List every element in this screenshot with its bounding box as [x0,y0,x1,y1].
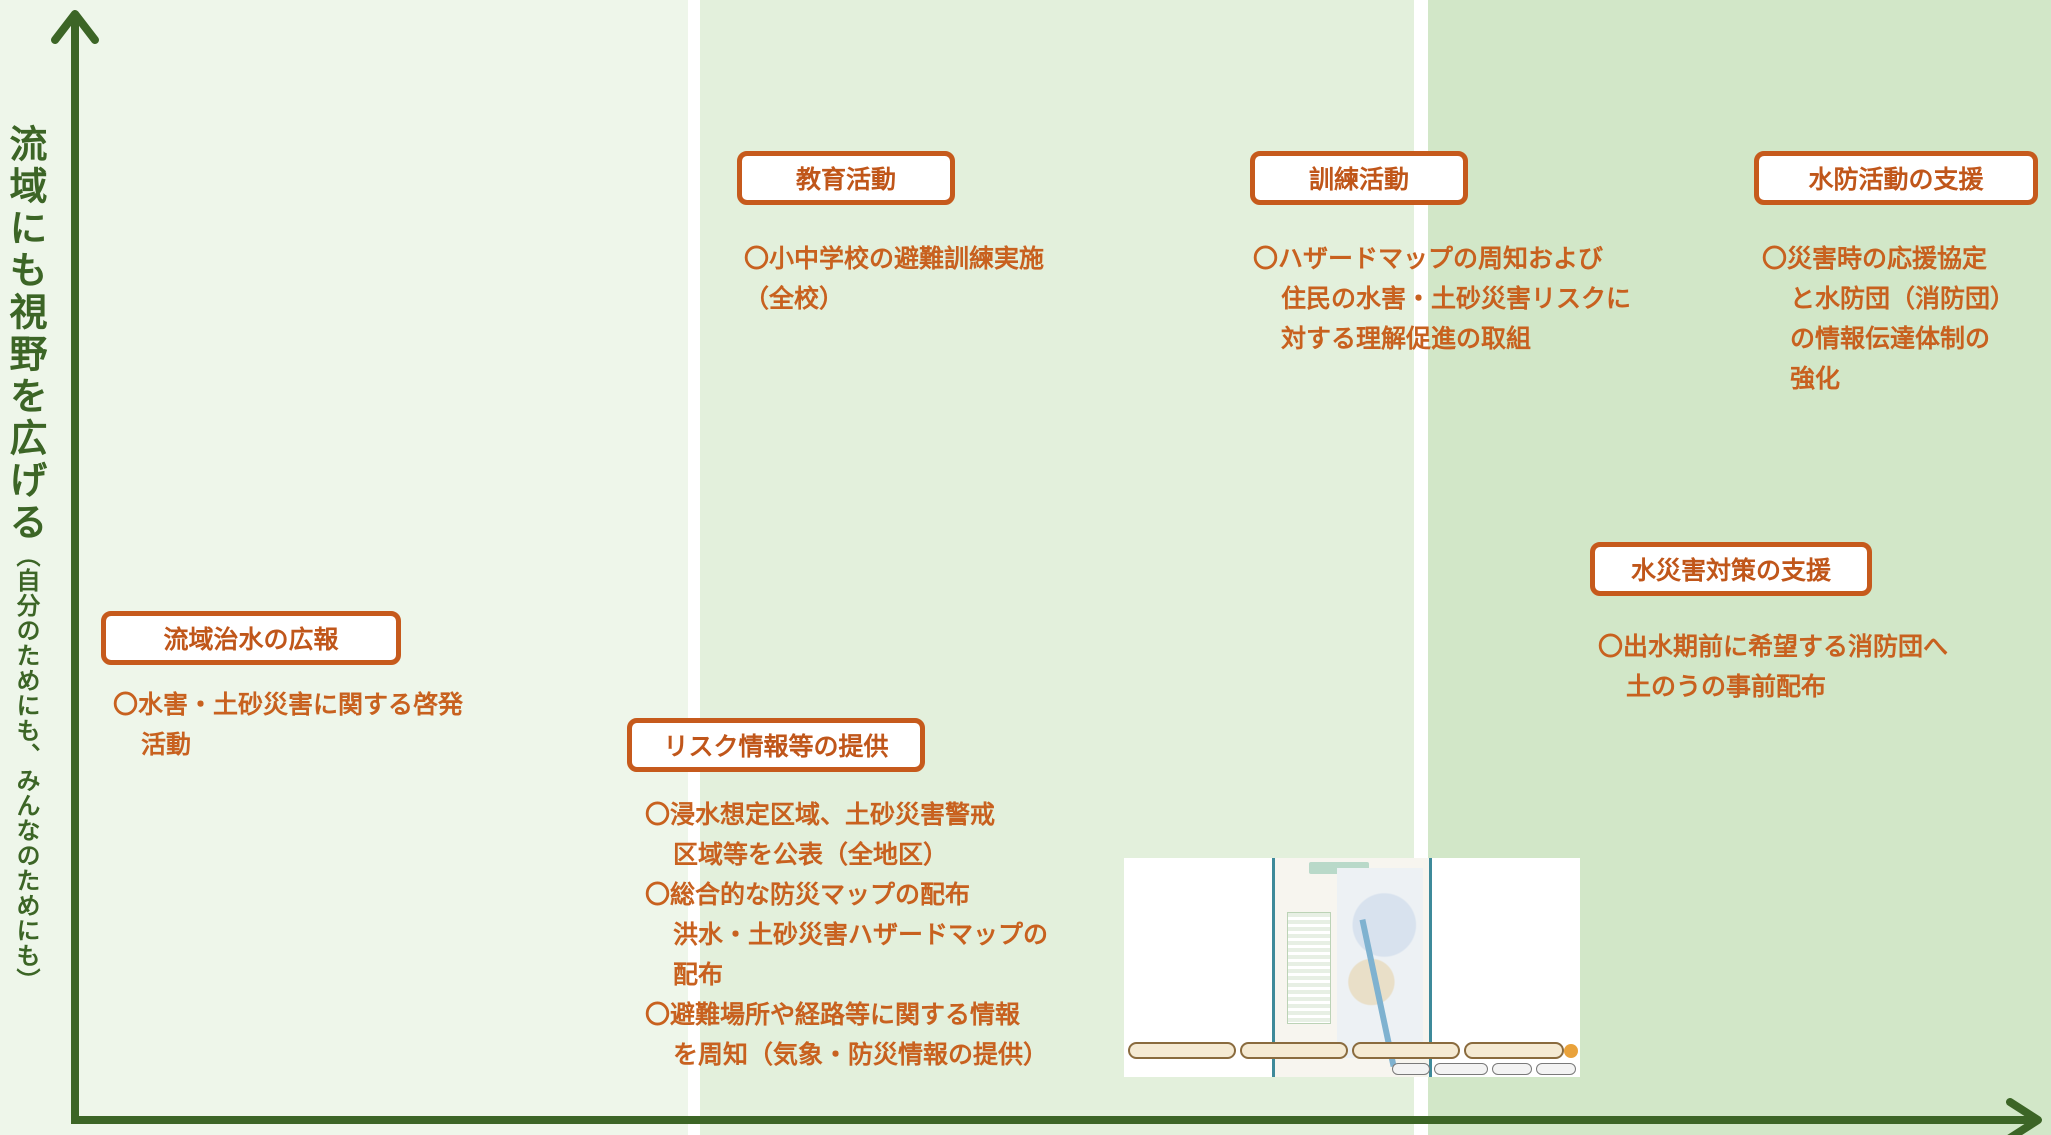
map-legend-table [1287,912,1331,1024]
y-axis-subtitle: （自分のためにも、みんなのためにも） [12,543,40,993]
text-risk: 〇浸水想定区域、土砂災害警戒 区域等を公表（全地区） 〇総合的な防災マップの配布… [645,795,1048,1075]
map-button-2 [1240,1042,1348,1059]
text-line: 洪水・土砂災害ハザードマップの [673,920,1049,949]
text-line: 〇浸水想定区域、土砂災害警戒 [645,800,996,829]
x-axis-arrowhead [2006,1098,2042,1135]
label-kouhou: 流域治水の広報 [101,611,401,665]
text-line: 配布 [673,960,724,989]
map-sheet [1272,858,1432,1077]
label-suisaigai: 水災害対策の支援 [1590,542,1872,596]
text-line: （全校） [744,284,845,313]
text-line: 〇災害時の応援協定 [1762,244,1988,273]
label-kunren: 訓練活動 [1250,151,1468,205]
text-line: 区域等を公表（全地区） [673,840,949,869]
text-line: 〇総合的な防災マップの配布 [645,880,971,909]
label-suibou: 水防活動の支援 [1754,151,2038,205]
text-line: を周知（気象・防災情報の提供） [673,1040,1049,1069]
label-kyouiku: 教育活動 [737,151,955,205]
text-line: 〇出水期前に希望する消防団へ [1598,632,1949,661]
map-small-button-4 [1536,1063,1576,1075]
label-risk: リスク情報等の提供 [627,718,925,772]
text-line: 活動 [141,730,192,759]
background-band-1 [0,0,688,1135]
text-line: 住民の水害・土砂災害リスクに [1281,284,1632,313]
text-kyouiku: 〇小中学校の避難訓練実施 （全校） [744,239,1044,319]
map-area [1337,868,1423,1058]
text-line: 対する理解促進の取組 [1281,324,1532,353]
text-line: の情報伝達体制の [1790,324,1991,353]
map-small-button-2 [1434,1063,1488,1075]
map-small-button-3 [1492,1063,1532,1075]
text-line: 土のうの事前配布 [1626,672,1827,701]
map-small-button-1 [1392,1063,1430,1075]
y-axis-title: 流域にも視野を広げる [3,124,47,544]
text-kunren: 〇ハザードマップの周知および 住民の水害・土砂災害リスクに 対する理解促進の取組 [1253,239,1631,359]
hazard-map-image [1124,858,1580,1077]
text-line: 〇水害・土砂災害に関する啓発 [113,690,464,719]
map-marker-icon [1564,1044,1578,1058]
text-line: 強化 [1790,364,1841,393]
map-button-4 [1464,1042,1564,1059]
text-line: 〇ハザードマップの周知および [1253,244,1604,273]
text-line: 〇小中学校の避難訓練実施 [744,244,1045,273]
text-line: と水防団（消防団） [1790,284,2016,313]
map-button-1 [1128,1042,1236,1059]
y-axis-arrowhead [51,10,99,44]
text-suibou: 〇災害時の応援協定 と水防団（消防団） の情報伝達体制の 強化 [1762,239,2015,399]
map-button-3 [1352,1042,1460,1059]
text-suisaigai: 〇出水期前に希望する消防団へ 土のうの事前配布 [1598,627,1948,707]
text-line: 〇避難場所や経路等に関する情報 [645,1000,1021,1029]
text-kouhou: 〇水害・土砂災害に関する啓発 活動 [113,685,463,765]
